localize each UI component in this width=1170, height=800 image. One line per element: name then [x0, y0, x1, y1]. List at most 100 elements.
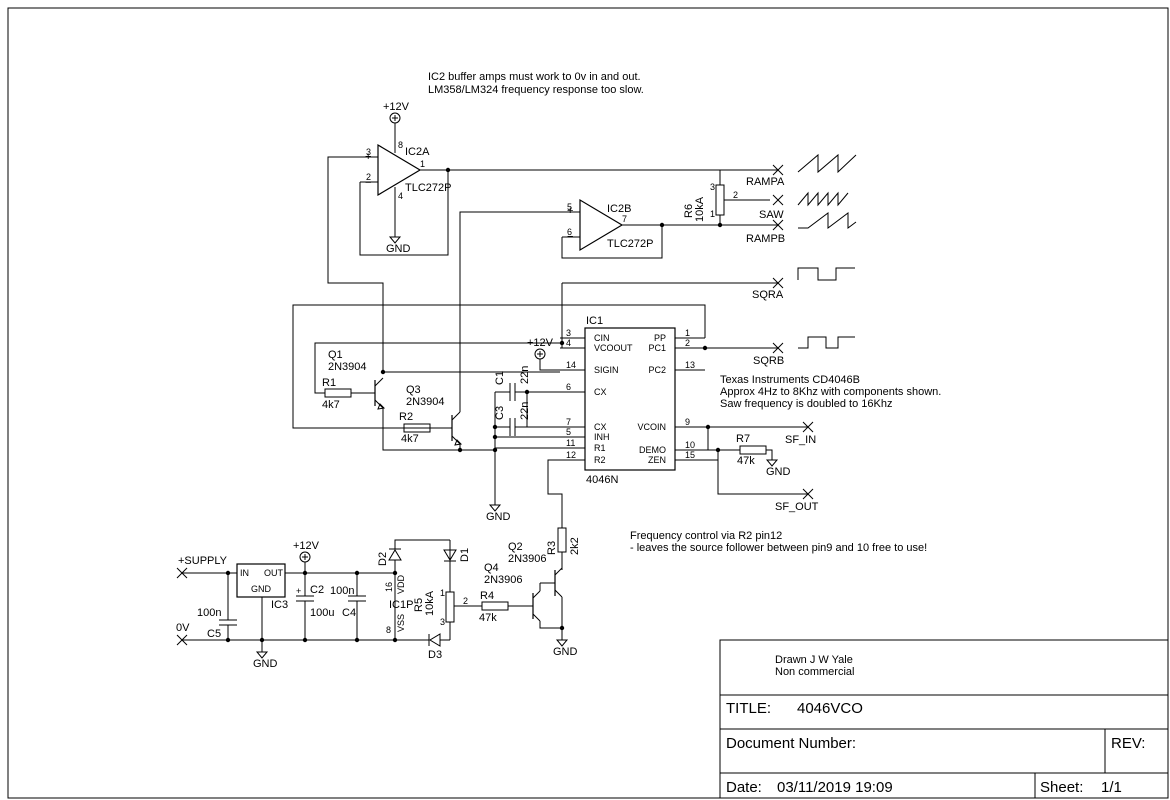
output-rampa[interactable]: RAMPA	[746, 164, 785, 188]
ic2a-pin4: 4	[398, 191, 403, 201]
connector-0v[interactable]: 0V	[176, 622, 190, 646]
note-freq-line1: Frequency control via R2 pin12	[630, 530, 782, 542]
output-saw[interactable]: SAW	[759, 194, 784, 221]
svg-text:−: −	[365, 177, 371, 189]
q1-ref: Q1	[328, 349, 343, 361]
v12-label-ic2a: +12V	[383, 101, 410, 113]
license: Non commercial	[775, 666, 854, 678]
sheet-value: 1/1	[1101, 779, 1122, 796]
q3-ref: Q3	[406, 384, 421, 396]
ic2a-ref: IC2A	[405, 146, 430, 158]
ic1p-ref: IC1P	[389, 599, 413, 611]
r6-ref: R6	[683, 204, 695, 218]
ic1-pin-num: 1	[685, 328, 690, 338]
ic1-pin-name: VCOIN	[637, 422, 666, 432]
r5-potentiometer: R5 10kA 1 2 3	[413, 588, 468, 627]
sqrb-label: SQRB	[753, 355, 784, 367]
note-buffer-line1: IC2 buffer amps must work to 0v in and o…	[428, 71, 641, 83]
saw-label: SAW	[759, 209, 784, 221]
ic2b-pin7: 7	[622, 214, 627, 224]
ic1p-power-pins: IC1P 16 VDD 8 VSS	[384, 560, 413, 640]
r3-value: 2k2	[569, 537, 581, 555]
zero-v-label: 0V	[176, 622, 190, 634]
ic1-pin-name: PP	[654, 333, 666, 343]
v12-label-sigin: +12V	[527, 337, 554, 349]
rampb-label: RAMPB	[746, 233, 785, 245]
ic1-ref: IC1	[586, 315, 603, 327]
ic1-pin-num: 14	[566, 360, 576, 370]
r4-value: 47k	[479, 612, 497, 624]
c3-ref: C3	[494, 406, 506, 420]
r5-value: 10kA	[424, 590, 436, 616]
ic1-gnd-symbol: GND	[486, 504, 511, 523]
ic1-pin-num: 6	[566, 382, 571, 392]
sheet-label: Sheet:	[1040, 779, 1083, 796]
ic1-pin-num: 10	[685, 440, 695, 450]
q4-part: 2N3906	[484, 574, 523, 586]
ic1-pin-name: PC1	[648, 343, 666, 353]
ic1p-pin8: 8	[386, 625, 391, 635]
r7-ref: R7	[736, 433, 750, 445]
output-sqra[interactable]: SQRA	[752, 277, 784, 301]
c5-capacitor: 100n C5	[197, 573, 237, 640]
gnd-label-r7: GND	[766, 466, 791, 478]
q3-transistor: Q3 2N3904	[406, 384, 463, 446]
ic1-pin-num: 12	[566, 450, 576, 460]
ic2b-opamp: + − IC2B TLC272P 5 6 7	[562, 198, 720, 252]
ic1-pin-name: PC2	[648, 365, 666, 375]
c5-ref: C5	[207, 628, 221, 640]
c5-value: 100n	[197, 607, 221, 619]
r6-value: 10kA	[694, 196, 706, 222]
q2-gnd-symbol: GND	[553, 639, 578, 658]
r5-pin3: 3	[440, 617, 445, 627]
r4-resistor: R4 47k	[454, 590, 533, 624]
sheet-border	[7, 7, 1169, 799]
note-ti-line1: Texas Instruments CD4046B	[720, 374, 860, 386]
r7-resistor: R7 47k GND	[736, 433, 791, 478]
ic2a-pin2: 2	[366, 172, 371, 182]
q2-part: 2N3906	[508, 553, 547, 565]
connector-supply[interactable]: +SUPPLY	[176, 555, 228, 579]
ic2b-ref: IC2B	[607, 203, 631, 215]
sqra-label: SQRA	[752, 289, 784, 301]
supply-power-symbol: +12V	[293, 540, 320, 573]
r5-pin1: 1	[440, 588, 445, 598]
drawn-by: Drawn J W Yale	[775, 654, 853, 666]
c2-value: 100u	[310, 607, 334, 619]
title-value: 4046VCO	[797, 700, 863, 717]
svg-text:+: +	[567, 205, 573, 217]
ic1-pin-num: 13	[685, 360, 695, 370]
ic1-pin-name: R2	[594, 455, 606, 465]
junctions	[225, 167, 723, 643]
doc-number-label: Document Number:	[726, 735, 856, 752]
q4-transistor: Q4 2N3906	[484, 562, 541, 622]
sqrb-waveform	[798, 336, 855, 349]
ic1-pin-name: ZEN	[648, 455, 666, 465]
d3-ref: D3	[428, 649, 442, 661]
q4-ref: Q4	[484, 562, 499, 574]
ic2b-pin5: 5	[567, 202, 572, 212]
connector-sf-in[interactable]: SF_IN	[785, 421, 816, 446]
ic1-4046: IC1 4046N	[584, 315, 676, 486]
r5-ref: R5	[413, 598, 425, 612]
ic2a-pin8: 8	[398, 140, 403, 150]
c1-ref: C1	[494, 371, 506, 385]
ic1p-pin16: 16	[384, 582, 394, 592]
ic1-pin-name: INH	[594, 432, 610, 442]
d2-diode: D2	[377, 548, 402, 566]
r2-value: 4k7	[401, 433, 419, 445]
output-sqrb[interactable]: SQRB	[753, 342, 784, 367]
ic3-in: IN	[240, 568, 249, 578]
output-rampb[interactable]: RAMPB	[746, 219, 785, 245]
r2-ref: R2	[399, 411, 413, 423]
note-buffer-line2: LM358/LM324 frequency response too slow.	[428, 84, 644, 96]
c4-ref: C4	[342, 607, 356, 619]
connector-sf-out[interactable]: SF_OUT	[775, 488, 819, 513]
note-freq-line2: - leaves the source follower between pin…	[630, 542, 927, 554]
r6-pin1: 1	[710, 209, 715, 219]
d1-diode: D1	[443, 548, 471, 562]
ic1-pin-num: 5	[566, 427, 571, 437]
title-label: TITLE:	[726, 700, 771, 717]
r2-resistor: R2 4k7	[399, 411, 452, 445]
